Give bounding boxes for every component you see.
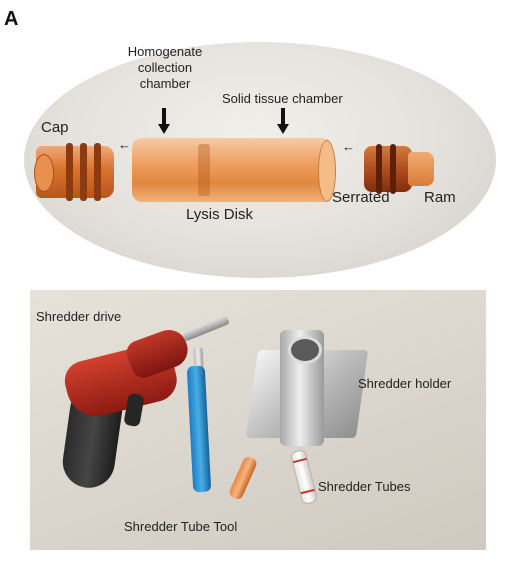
ram-ring xyxy=(390,144,396,194)
holder-opening xyxy=(288,336,322,364)
ram-ring xyxy=(376,144,382,194)
cap-thread-ring xyxy=(66,143,73,201)
arrow-left-icon: ← xyxy=(118,137,131,152)
cap-thread-ring xyxy=(80,143,87,201)
arrow-left-icon: ← xyxy=(342,139,355,154)
label-shredder-tubes: Shredder Tubes xyxy=(318,479,411,494)
arrow-down-icon xyxy=(277,108,289,134)
drive-bit xyxy=(182,315,230,342)
label-homogenate-line-2: collection xyxy=(137,60,193,75)
cap-thread-ring xyxy=(94,143,101,201)
serrated-ram-part xyxy=(364,144,438,194)
lysis-disk-part xyxy=(132,138,336,202)
shredder-components-photo xyxy=(30,290,486,550)
shredder-tube-clear xyxy=(289,448,319,506)
label-serrated: Serrated xyxy=(332,189,390,206)
tube-band xyxy=(292,457,307,464)
cap-part xyxy=(34,143,114,201)
panel-letter: A xyxy=(4,8,19,30)
tube-tool xyxy=(186,365,212,493)
label-homogenate-line-3: chamber xyxy=(139,76,191,91)
tube-band xyxy=(300,488,315,495)
ram-tip xyxy=(408,152,434,186)
label-homogenate-line-1: Homogenate xyxy=(127,44,203,59)
arrow-down-icon xyxy=(158,108,170,134)
label-homogenate: Homogenate collection chamber xyxy=(112,44,218,92)
cap-end-face xyxy=(34,154,54,192)
lysis-disk-end xyxy=(318,140,336,202)
label-cap: Cap xyxy=(41,119,69,136)
label-shredder-tube-tool: Shredder Tube Tool xyxy=(124,519,238,534)
label-shredder-drive: Shredder drive xyxy=(36,309,122,324)
ram-body xyxy=(364,146,412,192)
shredder-tube-orange xyxy=(227,455,259,501)
label-shredder-holder: Shredder holder xyxy=(358,376,452,391)
label-solid-tissue-chamber: Solid tissue chamber xyxy=(222,91,343,106)
label-lysis-disk: Lysis Disk xyxy=(186,206,253,223)
lysis-disk-divider xyxy=(198,144,210,196)
lysis-disk-photo xyxy=(24,42,496,278)
label-ram: Ram xyxy=(424,189,456,206)
